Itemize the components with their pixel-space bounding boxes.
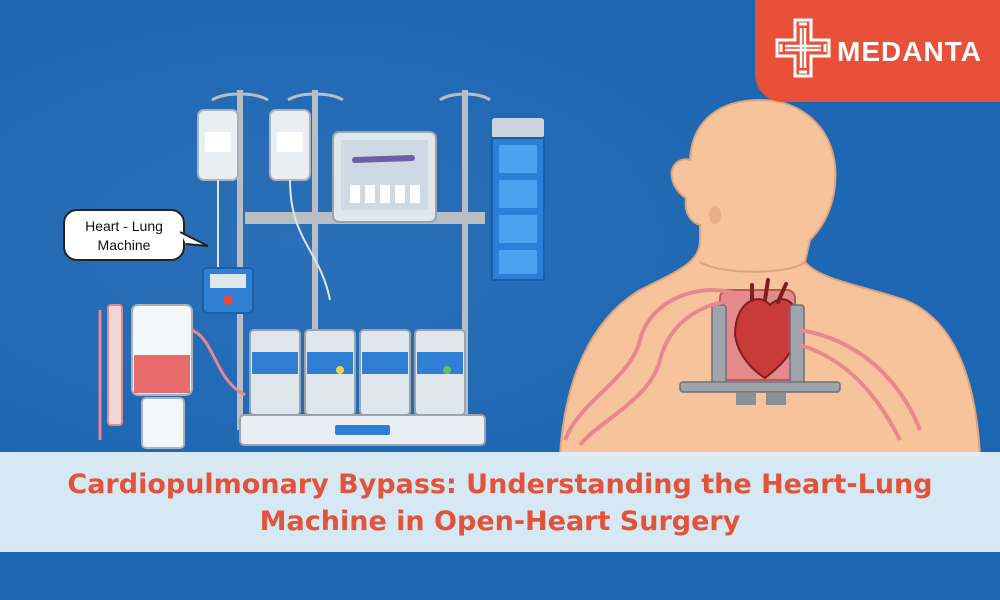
title-line-1: Cardiopulmonary Bypass: Understanding th…: [67, 469, 933, 500]
page-title: Cardiopulmonary Bypass: Understanding th…: [30, 466, 970, 540]
blood-reservoir: [98, 304, 246, 449]
title-line-2: Machine in Open-Heart Surgery: [259, 506, 741, 537]
heart-lung-machine-callout: Heart - Lung Machine: [63, 209, 185, 261]
brand-name: MEDANTA: [837, 36, 982, 67]
storage-cabinet: [491, 118, 545, 281]
medanta-cross-logo-icon: [775, 18, 831, 78]
iv-bags: [197, 109, 331, 301]
bottom-strip: [0, 552, 1000, 600]
monitor: [332, 131, 437, 223]
bypass-tubing: [563, 288, 922, 447]
callout-line-1: Heart - Lung: [85, 218, 163, 234]
machine-base: [239, 414, 486, 446]
title-band: [0, 452, 1000, 552]
control-unit: [202, 267, 254, 314]
callout-line-2: Machine: [97, 237, 151, 253]
callout-pointer: [180, 231, 209, 247]
exposed-heart: [679, 278, 841, 405]
roller-pumps: [249, 329, 466, 416]
brand-logo[interactable]: MEDANTA: [755, 0, 1000, 102]
